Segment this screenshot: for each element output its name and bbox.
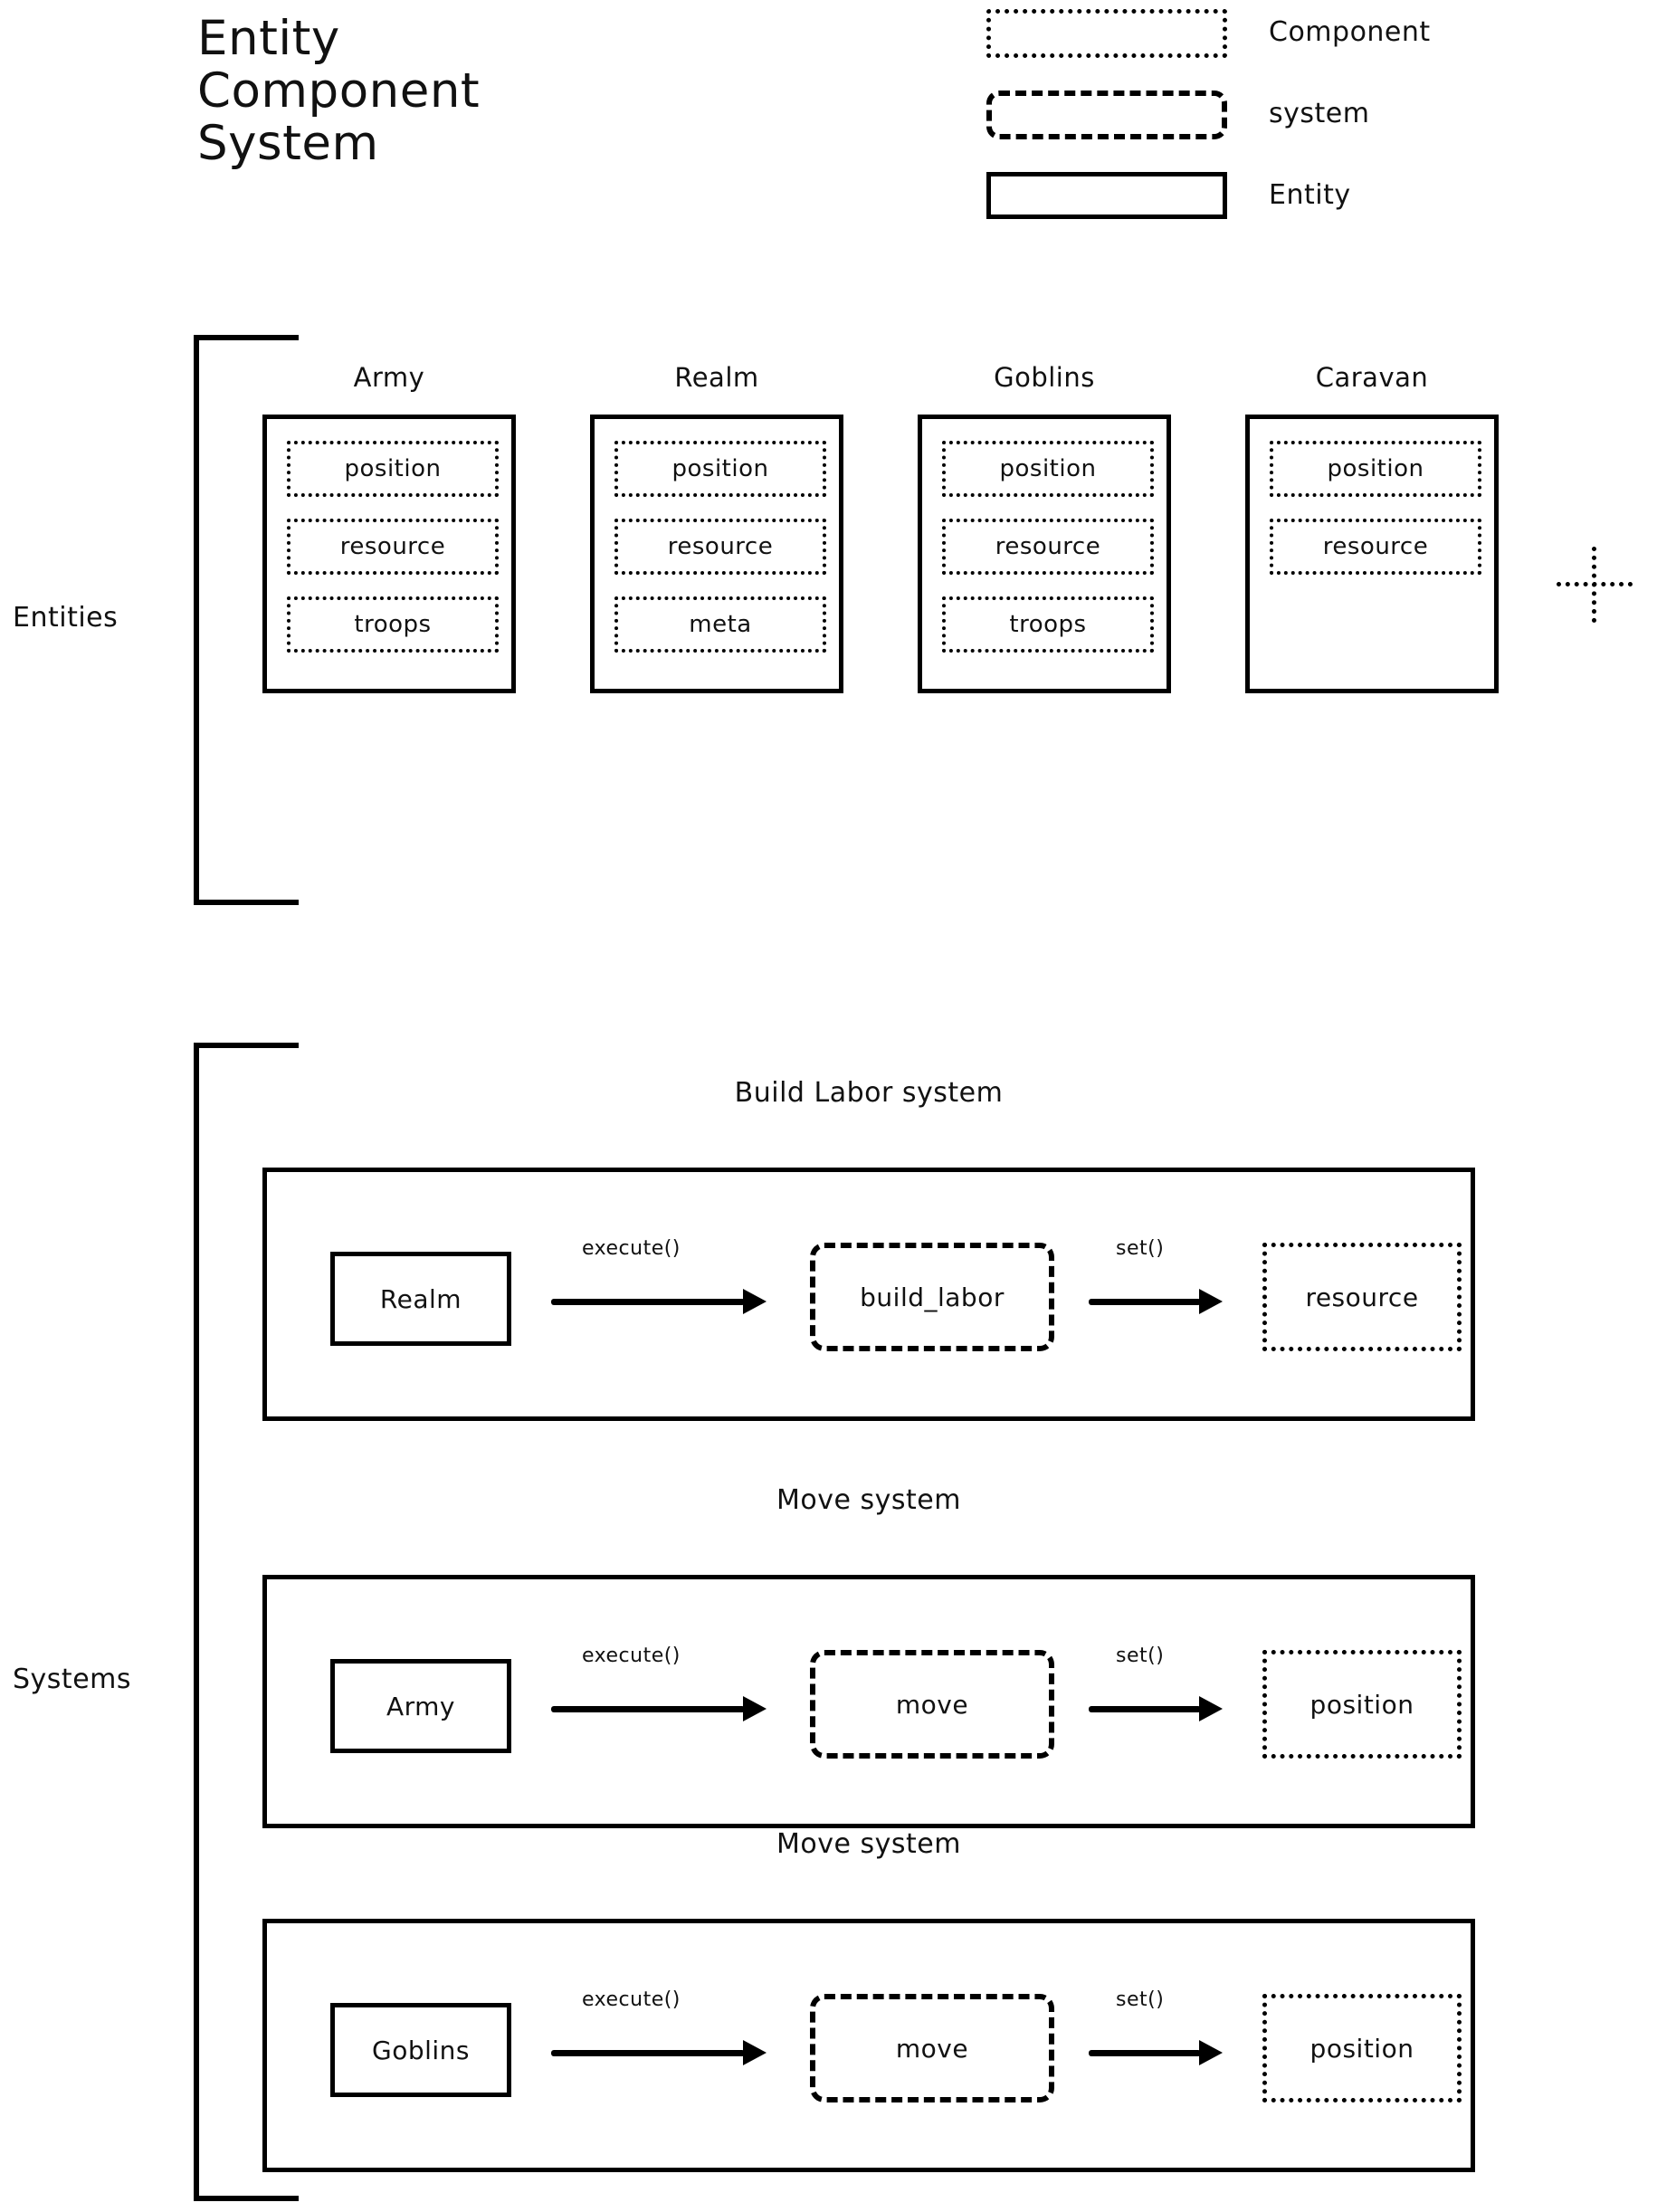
- arrow-execute-icon: [551, 1690, 768, 1726]
- arrow-shaft: [1089, 2050, 1201, 2056]
- legend-label-entity: Entity: [1269, 179, 1351, 211]
- system-box: Realm execute() build_labor set() resour…: [262, 1168, 1475, 1421]
- system-component-chip[interactable]: position: [1262, 1994, 1462, 2102]
- component-resource: resource: [287, 519, 499, 575]
- system-function-chip[interactable]: build_labor: [810, 1243, 1054, 1351]
- systems-bracket: [194, 1043, 299, 2201]
- arrow-set-icon: [1089, 1690, 1224, 1726]
- legend-swatch-entity-icon: [986, 172, 1227, 219]
- plus-icon: [1557, 547, 1633, 623]
- section-label-systems: Systems: [13, 1664, 131, 1695]
- component-position: position: [614, 441, 826, 497]
- component-meta: meta: [614, 596, 826, 653]
- system-title: Move system: [776, 1828, 961, 1860]
- component-resource: resource: [614, 519, 826, 575]
- system-function-chip[interactable]: move: [810, 1650, 1054, 1759]
- title-line-2: Component: [197, 63, 481, 119]
- system-component-chip[interactable]: resource: [1262, 1243, 1462, 1351]
- system-entity-chip[interactable]: Goblins: [330, 2003, 511, 2097]
- plus-vertical-stroke: [1592, 547, 1596, 623]
- page-title: Entity Component System: [197, 13, 480, 170]
- system-entity-chip[interactable]: Army: [330, 1659, 511, 1753]
- title-line-3: System: [197, 116, 379, 171]
- arrow-shaft: [1089, 1706, 1201, 1712]
- arrow-shaft: [551, 2050, 745, 2056]
- title-line-1: Entity: [197, 11, 340, 66]
- entity-box-army: position resource troops: [262, 415, 516, 693]
- legend-row-entity: Entity: [986, 172, 1547, 226]
- legend-label-component: Component: [1269, 16, 1431, 48]
- entity-name-goblins: Goblins: [994, 362, 1095, 393]
- legend-row-component: Component: [986, 9, 1547, 63]
- arrow-label-execute: execute(): [582, 1988, 681, 2011]
- system-entity-chip[interactable]: Realm: [330, 1252, 511, 1346]
- legend-swatch-system-icon: [986, 91, 1227, 139]
- legend: Component system Entity: [986, 9, 1547, 253]
- system-flow: Army execute() move set() position: [267, 1579, 1471, 1824]
- system-function-chip[interactable]: move: [810, 1994, 1054, 2102]
- arrow-shaft: [1089, 1299, 1201, 1305]
- arrow-shaft: [551, 1706, 745, 1712]
- system-box: Army execute() move set() position: [262, 1575, 1475, 1828]
- section-label-entities: Entities: [13, 602, 119, 634]
- component-troops: troops: [942, 596, 1154, 653]
- entity-name-caravan: Caravan: [1315, 362, 1429, 393]
- component-position: position: [287, 441, 499, 497]
- arrow-shaft: [551, 1299, 745, 1305]
- entity-name-army: Army: [353, 362, 425, 393]
- arrow-head: [743, 1696, 767, 1721]
- arrow-label-set: set(): [1116, 1988, 1165, 2011]
- legend-row-system: system: [986, 91, 1547, 145]
- component-troops: troops: [287, 596, 499, 653]
- system-flow: Goblins execute() move set() position: [267, 1923, 1471, 2168]
- component-resource: resource: [942, 519, 1154, 575]
- arrow-set-icon: [1089, 2034, 1224, 2070]
- legend-swatch-component-icon: [986, 9, 1227, 58]
- entity-box-caravan: position resource: [1245, 415, 1499, 693]
- system-flow: Realm execute() build_labor set() resour…: [267, 1172, 1471, 1416]
- system-box: Goblins execute() move set() position: [262, 1919, 1475, 2172]
- entity-box-realm: position resource meta: [590, 415, 843, 693]
- entities-section: Army position resource troops Realm posi…: [0, 0, 1657, 905]
- arrow-head: [1199, 1696, 1223, 1721]
- arrow-set-icon: [1089, 1282, 1224, 1319]
- system-title: Move system: [776, 1484, 961, 1516]
- system-component-chip[interactable]: position: [1262, 1650, 1462, 1759]
- arrow-label-execute: execute(): [582, 1645, 681, 1667]
- entities-bracket: [194, 335, 299, 905]
- arrow-head: [743, 2040, 767, 2065]
- arrow-head: [1199, 1289, 1223, 1314]
- arrow-label-set: set(): [1116, 1645, 1165, 1667]
- component-position: position: [942, 441, 1154, 497]
- arrow-execute-icon: [551, 1282, 768, 1319]
- component-resource: resource: [1270, 519, 1481, 575]
- component-position: position: [1270, 441, 1481, 497]
- entity-box-goblins: position resource troops: [918, 415, 1171, 693]
- entity-name-realm: Realm: [674, 362, 759, 393]
- arrow-label-execute: execute(): [582, 1237, 681, 1260]
- arrow-execute-icon: [551, 2034, 768, 2070]
- arrow-head: [743, 1289, 767, 1314]
- arrow-label-set: set(): [1116, 1237, 1165, 1260]
- legend-label-system: system: [1269, 98, 1370, 129]
- arrow-head: [1199, 2040, 1223, 2065]
- system-title: Build Labor system: [734, 1077, 1004, 1109]
